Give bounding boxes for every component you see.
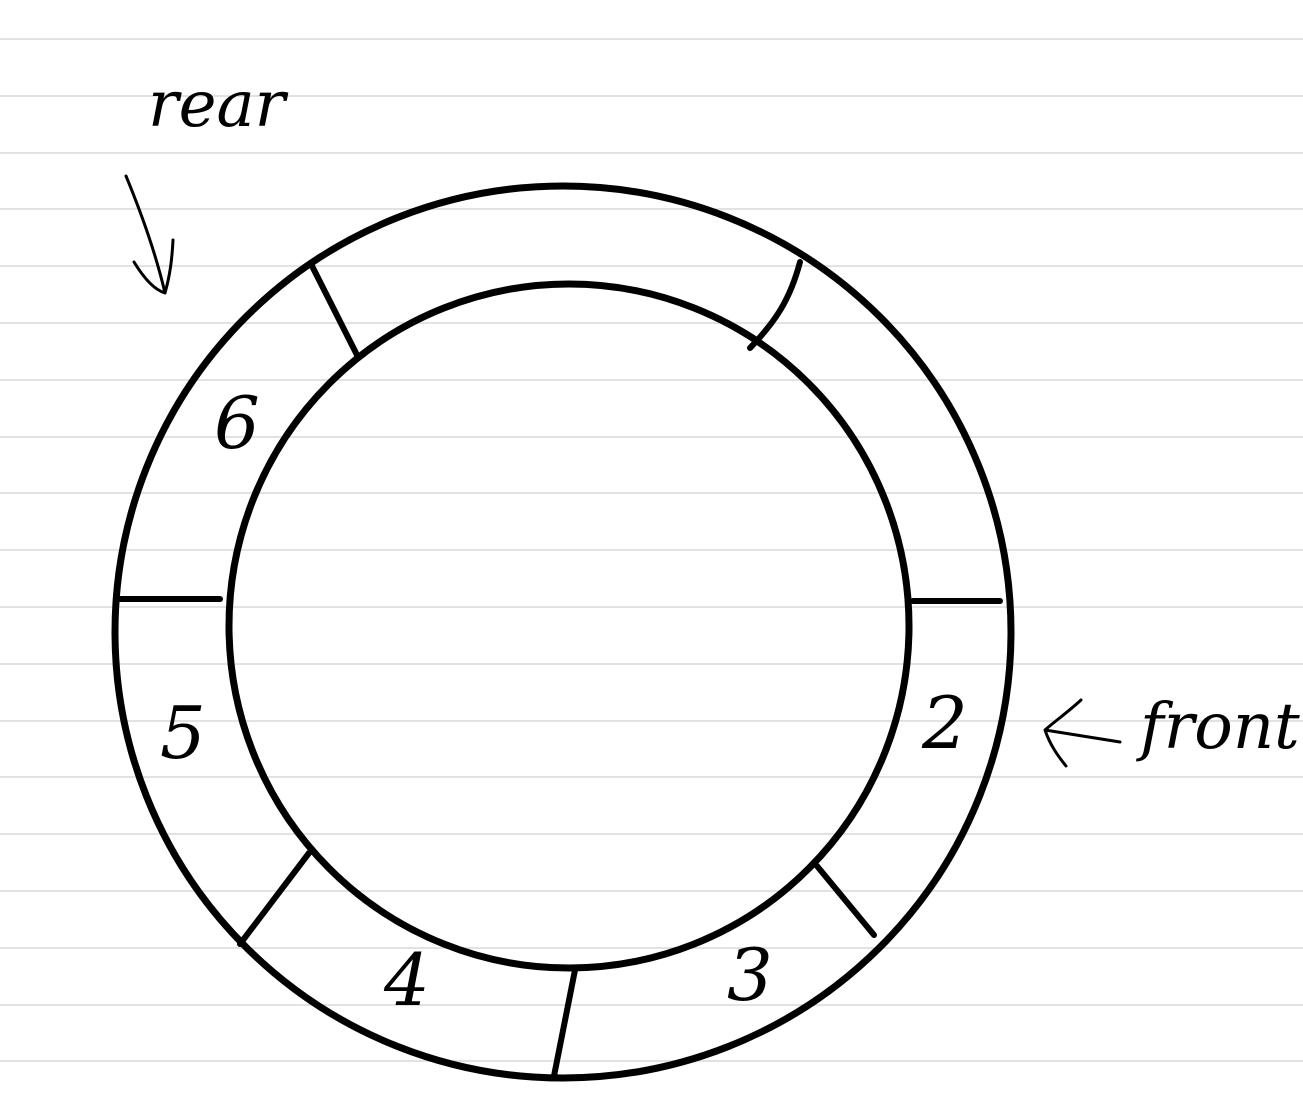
slot-top-left-value: 6 xyxy=(214,381,260,465)
slot-bottom-right-value: 3 xyxy=(727,933,773,1017)
rear-label: rear xyxy=(148,68,289,142)
front-label: front xyxy=(1136,690,1300,764)
circular-queue: 6 5 4 3 2 xyxy=(111,182,1015,1082)
rear-arrow-icon xyxy=(124,174,175,295)
rear-pointer: rear xyxy=(124,68,289,295)
inner-ring xyxy=(225,280,913,972)
divider-top-left xyxy=(308,261,360,358)
front-pointer: front xyxy=(1043,690,1300,768)
outer-ring xyxy=(111,182,1015,1082)
slot-right-value: 2 xyxy=(921,681,968,765)
divider-bottom-right xyxy=(814,863,877,938)
divider-top-right xyxy=(747,259,803,351)
front-arrow-icon xyxy=(1043,698,1122,768)
slot-bottom-value: 4 xyxy=(383,938,430,1022)
notebook-ruled-lines xyxy=(0,38,1303,1062)
slot-left-value: 5 xyxy=(160,691,206,775)
divider-bottom xyxy=(551,967,578,1079)
divider-bottom-left xyxy=(237,850,312,947)
